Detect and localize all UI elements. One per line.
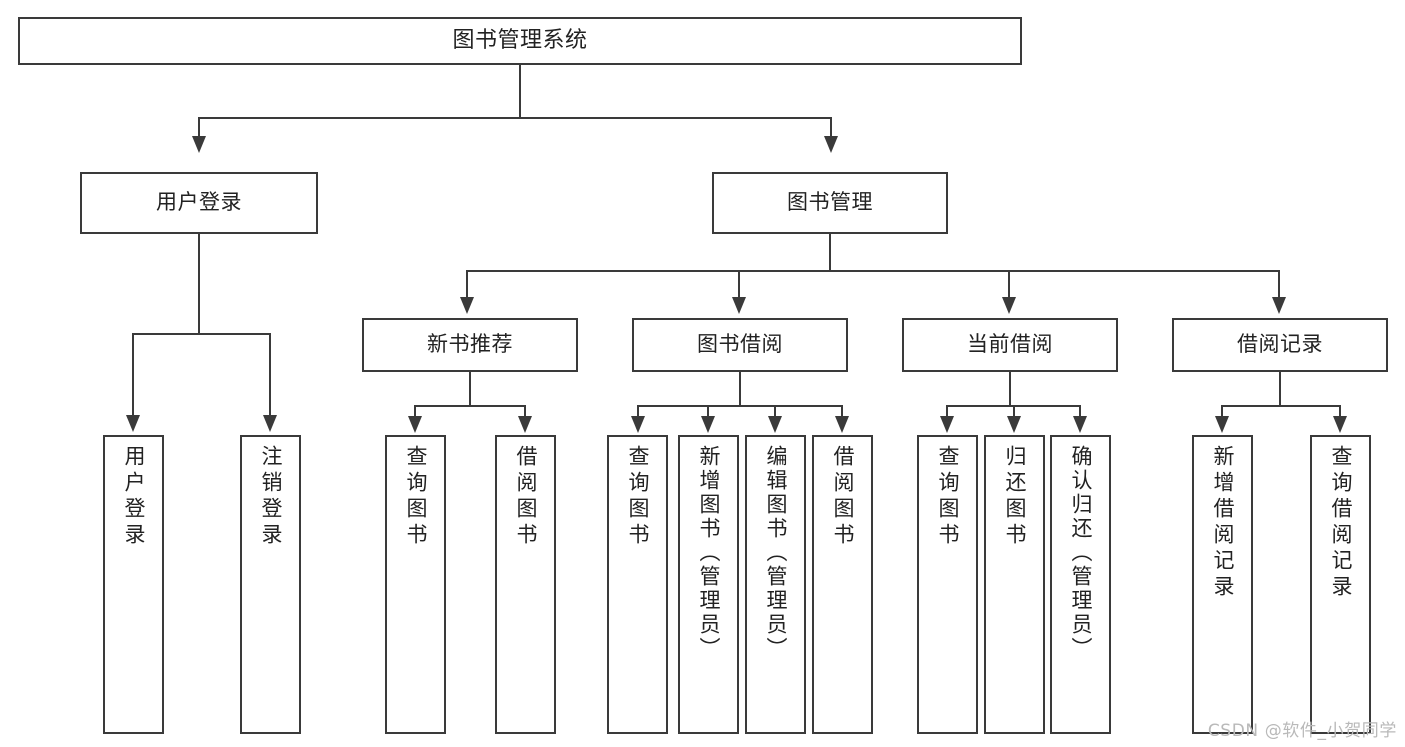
arrowhead-new-book-to-leaf-1 (408, 416, 422, 433)
node-label: 新增图书（管理员） (697, 445, 721, 661)
connector-current-borrow-to-leaf-2 (1013, 405, 1015, 418)
arrowhead-new-book-to-leaf-2 (518, 416, 532, 433)
node-label: 编辑图书（管理员） (764, 445, 788, 661)
node-label: 查询图书 (404, 445, 428, 549)
connector-user-login-stem (198, 234, 200, 334)
connector-book-manage-bus (466, 270, 1280, 272)
connector-book-manage-stem (829, 234, 831, 271)
connector-book-manage-to-book-borrow (738, 270, 740, 299)
connector-borrow-record-stem (1279, 372, 1281, 406)
connector-new-book-to-leaf-1 (414, 405, 416, 418)
node-root-system[interactable]: 图书管理系统 (18, 17, 1022, 65)
arrowhead-book-borrow-to-leaf-2 (701, 416, 715, 433)
arrowhead-book-manage-to-book-borrow (732, 297, 746, 314)
connector-new-book-bus (414, 405, 526, 407)
node-book-borrow[interactable]: 图书借阅 (632, 318, 848, 372)
node-book-management[interactable]: 图书管理 (712, 172, 948, 234)
connector-borrow-record-bus (1221, 405, 1341, 407)
connector-new-book-to-leaf-2 (524, 405, 526, 418)
node-user-login[interactable]: 用户登录 (80, 172, 318, 234)
node-label: 用户登录 (156, 190, 242, 215)
leaf-current-borrow-confirm-return[interactable]: 确认归还（管理员） (1050, 435, 1111, 734)
connector-root-to-book-manage (830, 117, 832, 138)
node-label: 查询图书 (626, 445, 650, 549)
node-label: 归还图书 (1003, 445, 1027, 549)
node-label: 查询借阅记录 (1329, 445, 1353, 601)
connector-root-bus (198, 117, 832, 119)
leaf-book-borrow-add-book[interactable]: 新增图书（管理员） (678, 435, 739, 734)
connector-current-borrow-to-leaf-1 (946, 405, 948, 418)
connector-current-borrow-to-leaf-3 (1079, 405, 1081, 418)
connector-root-stem (519, 65, 521, 118)
node-label: 借阅图书 (831, 445, 855, 549)
arrowhead-borrow-record-to-leaf-2 (1333, 416, 1347, 433)
connector-book-borrow-to-leaf-4 (841, 405, 843, 418)
arrowhead-book-borrow-to-leaf-3 (768, 416, 782, 433)
arrowhead-root-to-book-manage (824, 136, 838, 153)
arrowhead-book-borrow-to-leaf-1 (631, 416, 645, 433)
leaf-borrow-record-add-record[interactable]: 新增借阅记录 (1192, 435, 1253, 734)
arrowhead-book-manage-to-new-book (460, 297, 474, 314)
connector-book-borrow-to-leaf-3 (774, 405, 776, 418)
leaf-user-login[interactable]: 用户登录 (103, 435, 164, 734)
connector-book-borrow-bus (637, 405, 843, 407)
connector-borrow-record-to-leaf-2 (1339, 405, 1341, 418)
leaf-borrow-record-query-record[interactable]: 查询借阅记录 (1310, 435, 1371, 734)
connector-book-manage-to-borrow-record (1278, 270, 1280, 299)
node-label: 借阅图书 (514, 445, 538, 549)
node-label: 新增借阅记录 (1211, 445, 1235, 601)
connector-root-to-user-login (198, 117, 200, 138)
connector-book-borrow-to-leaf-2 (707, 405, 709, 418)
arrowhead-book-manage-to-current-borrow (1002, 297, 1016, 314)
arrowhead-user-login-to-leaf-2 (263, 415, 277, 432)
node-label: 用户登录 (122, 445, 146, 549)
leaf-book-borrow-edit-book[interactable]: 编辑图书（管理员） (745, 435, 806, 734)
connector-book-borrow-to-leaf-1 (637, 405, 639, 418)
node-label: 新书推荐 (427, 332, 513, 357)
leaf-current-borrow-return-book[interactable]: 归还图书 (984, 435, 1045, 734)
connector-current-borrow-stem (1009, 372, 1011, 406)
node-label: 借阅记录 (1237, 332, 1323, 357)
connector-user-login-to-leaf-2 (269, 333, 271, 417)
arrowhead-current-borrow-to-leaf-2 (1007, 416, 1021, 433)
connector-new-book-stem (469, 372, 471, 406)
connector-borrow-record-to-leaf-1 (1221, 405, 1223, 418)
arrowhead-borrow-record-to-leaf-1 (1215, 416, 1229, 433)
node-label: 注销登录 (259, 445, 283, 549)
connector-user-login-to-leaf-1 (132, 333, 134, 417)
leaf-book-borrow-query-book[interactable]: 查询图书 (607, 435, 668, 734)
arrowhead-user-login-to-leaf-1 (126, 415, 140, 432)
leaf-user-logout[interactable]: 注销登录 (240, 435, 301, 734)
node-borrow-record[interactable]: 借阅记录 (1172, 318, 1388, 372)
leaf-current-borrow-query-book[interactable]: 查询图书 (917, 435, 978, 734)
connector-book-manage-to-new-book (466, 270, 468, 299)
arrowhead-current-borrow-to-leaf-1 (940, 416, 954, 433)
connector-user-login-bus (132, 333, 270, 335)
leaf-book-borrow-borrow-book[interactable]: 借阅图书 (812, 435, 873, 734)
node-new-book-recommend[interactable]: 新书推荐 (362, 318, 578, 372)
node-label: 当前借阅 (967, 332, 1053, 357)
leaf-new-book-borrow-book[interactable]: 借阅图书 (495, 435, 556, 734)
node-label: 图书借阅 (697, 332, 783, 357)
arrowhead-book-manage-to-borrow-record (1272, 297, 1286, 314)
leaf-new-book-query-book[interactable]: 查询图书 (385, 435, 446, 734)
arrowhead-book-borrow-to-leaf-4 (835, 416, 849, 433)
connector-book-manage-to-current-borrow (1008, 270, 1010, 299)
arrowhead-root-to-user-login (192, 136, 206, 153)
node-current-borrow[interactable]: 当前借阅 (902, 318, 1118, 372)
arrowhead-current-borrow-to-leaf-3 (1073, 416, 1087, 433)
node-label: 确认归还（管理员） (1069, 445, 1093, 661)
connector-book-borrow-stem (739, 372, 741, 406)
node-label: 图书管理 (787, 190, 873, 215)
node-label: 图书管理系统 (452, 27, 588, 53)
node-label: 查询图书 (936, 445, 960, 549)
